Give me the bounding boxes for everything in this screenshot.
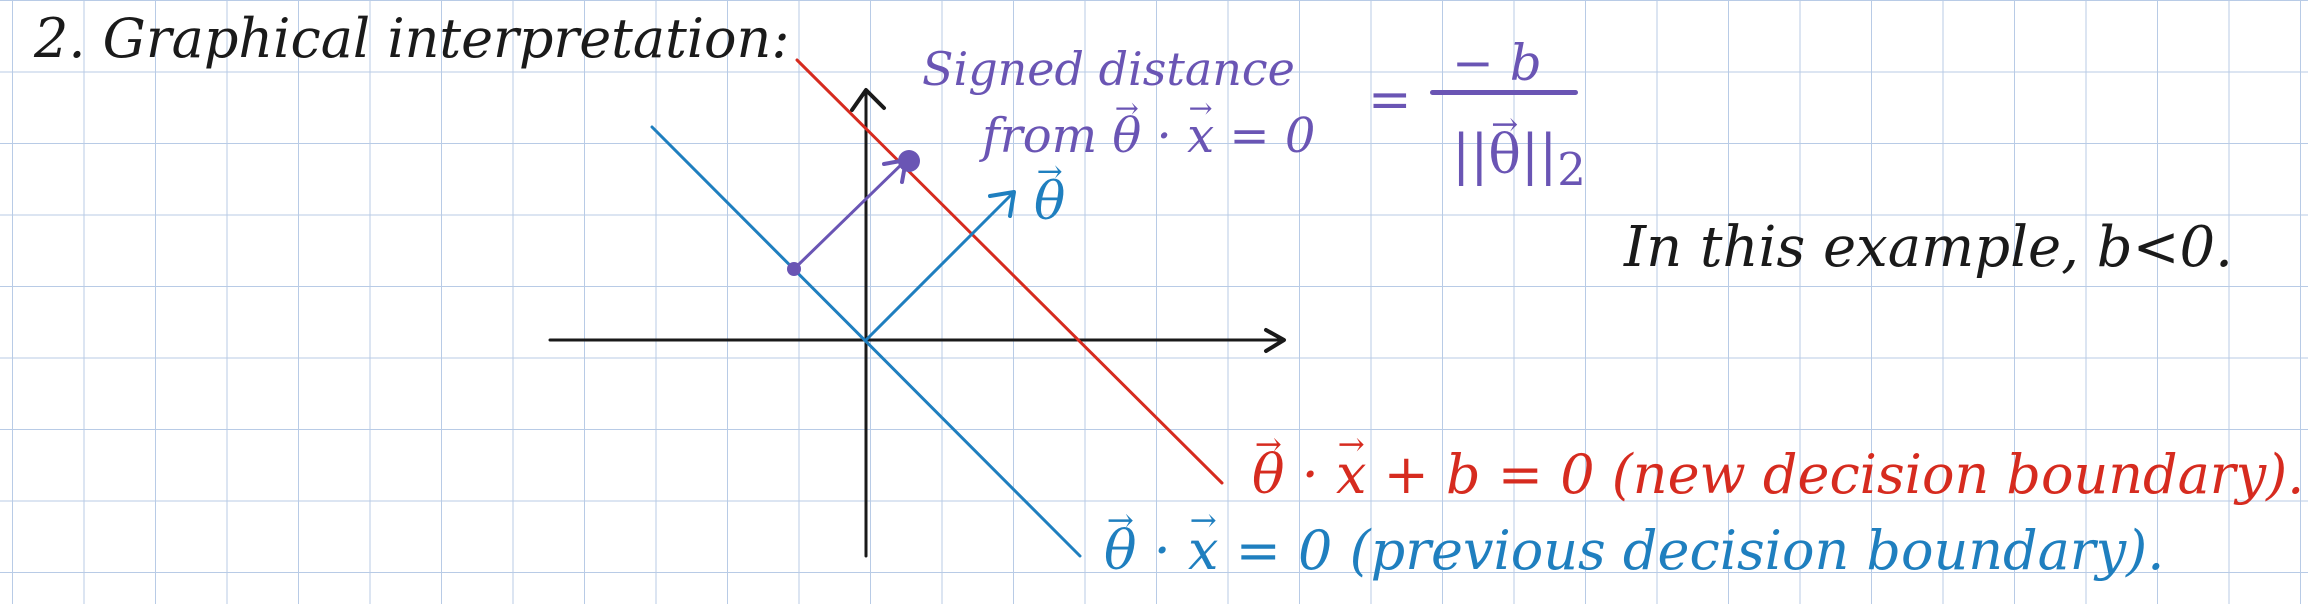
theta-vector-label: θ: [1034, 157, 1066, 228]
fraction-denominator: ||θ||2: [1452, 108, 1586, 192]
fraction-numerator: − b: [1452, 34, 1542, 92]
dot-operator: ·: [1141, 108, 1188, 164]
equation-rest: + b = 0: [1366, 443, 1595, 506]
theta-vector-symbol: θ: [1488, 108, 1521, 182]
signed-distance-arrow: [792, 159, 907, 271]
theta-vector-arrowhead: [988, 190, 1016, 218]
equals-sign: =: [1368, 70, 1412, 130]
boundary-caption: (previous decision boundary).: [1332, 519, 2165, 582]
theta-vector-symbol: θ: [1104, 504, 1137, 578]
end-point: [898, 150, 920, 172]
example-note: In this example, b<0.: [1624, 215, 2233, 280]
boundary-caption: (new decision boundary).: [1594, 443, 2305, 506]
equation-rest: = 0: [1218, 519, 1333, 582]
theta-vector-symbol: θ: [1252, 428, 1285, 502]
norm-subscript: 2: [1557, 142, 1586, 196]
x-vector-symbol: x: [1188, 504, 1219, 578]
norm-bar-right: ||: [1520, 123, 1558, 186]
previous-boundary-label: θ · x = 0 (previous decision boundary).: [1104, 504, 2164, 578]
equals-zero: = 0: [1214, 108, 1316, 164]
new-boundary-label: θ · x + b = 0 (new decision boundary).: [1252, 428, 2304, 502]
signed-distance-subject: from θ · x = 0: [982, 94, 1315, 160]
norm-bar-left: ||: [1452, 123, 1489, 186]
section-heading: 2. Graphical interpretation:: [34, 7, 790, 70]
x-axis-arrowhead: [1264, 328, 1286, 353]
theta-symbol: θ: [1034, 157, 1066, 228]
dot-operator: ·: [1136, 519, 1189, 582]
x-vector-symbol: x: [1336, 428, 1367, 502]
new-boundary-line: [795, 58, 1224, 485]
y-axis-arrowhead: [850, 88, 886, 112]
signed-distance-label: Signed distance: [922, 42, 1295, 96]
x-vector-symbol: x: [1187, 94, 1214, 160]
fraction-bar: [1430, 90, 1578, 95]
from-word: from: [982, 108, 1113, 164]
theta-vector: [864, 192, 1014, 342]
dot-operator: ·: [1284, 443, 1337, 506]
theta-vector-symbol: θ: [1112, 94, 1141, 160]
